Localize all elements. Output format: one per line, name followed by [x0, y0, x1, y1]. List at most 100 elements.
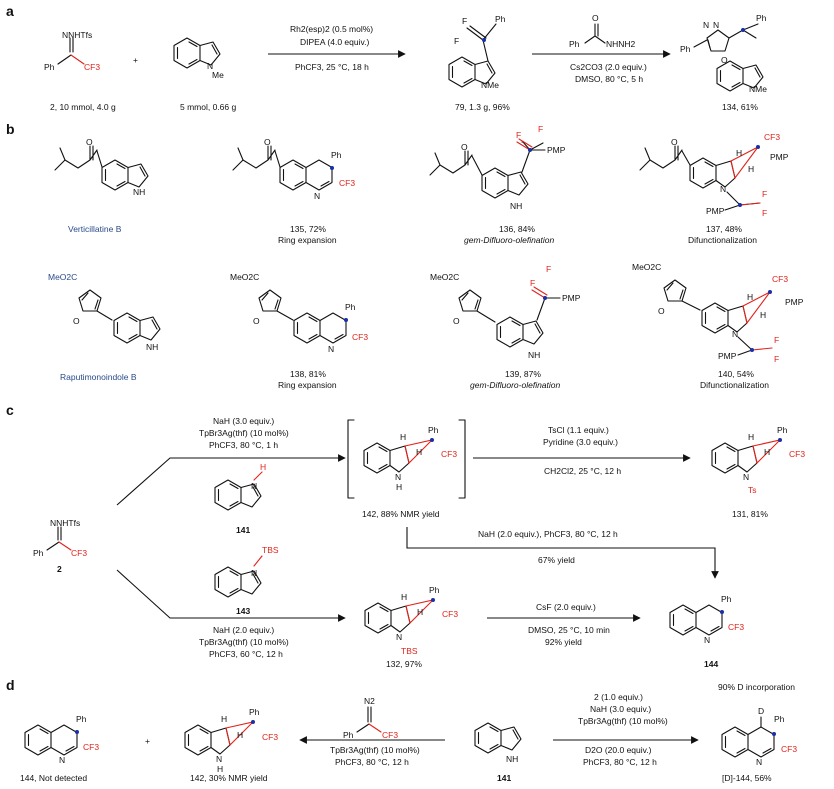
c-csf-cond1: CsF (2.0 equiv.): [536, 602, 596, 612]
svg-text:N: N: [743, 472, 749, 482]
raputimonoindole-name: Raputimonoindole B: [60, 372, 137, 382]
p136-type: gem-Difluoro-olefination: [464, 235, 555, 245]
svg-text:CF3: CF3: [789, 449, 805, 459]
svg-text:PMP: PMP: [706, 206, 725, 216]
c-sm143-label: 143: [236, 606, 250, 616]
svg-text:F: F: [538, 124, 543, 134]
product-131: N Ts H H Ph CF3: [712, 425, 805, 495]
svg-text:PMP: PMP: [547, 145, 566, 155]
product-138: MeO2C O N Ph CF3: [230, 272, 368, 354]
product-79: F F Ph NMe: [449, 14, 506, 90]
svg-text:TBS: TBS: [401, 646, 418, 656]
raputimonoindole-b: MeO2C O NH: [48, 272, 160, 352]
svg-text:H: H: [260, 462, 266, 472]
svg-text:O: O: [461, 142, 468, 152]
a-indole-label: 5 mmol, 0.66 g: [180, 102, 236, 112]
d-right-cond2: NaH (3.0 equiv.): [590, 704, 651, 714]
svg-text:Ph: Ph: [331, 150, 342, 160]
section-label-d: d: [6, 677, 15, 693]
a-cond1: Rh2(esp)2 (0.5 mol%): [290, 24, 373, 34]
svg-text:O: O: [264, 137, 271, 147]
svg-text:N: N: [207, 61, 213, 71]
svg-text:Ph: Ph: [44, 62, 55, 72]
c-p132-label: 132, 97%: [386, 659, 422, 669]
product-135: O N Ph CF3: [232, 137, 355, 201]
product-144-d: N Ph CF3: [25, 714, 99, 765]
svg-text:N: N: [251, 481, 257, 491]
svg-text:MeO2C: MeO2C: [632, 262, 661, 272]
svg-text:Ph: Ph: [721, 594, 732, 604]
section-label-b: b: [6, 121, 15, 137]
c-p131-label: 131, 81%: [732, 509, 768, 519]
sm-143: N TBS: [215, 545, 279, 597]
svg-text:F: F: [774, 354, 779, 364]
svg-text:F: F: [762, 208, 767, 218]
svg-text:Ph: Ph: [428, 425, 439, 435]
svg-text:H: H: [221, 714, 227, 724]
p137-type: Difunctionalization: [688, 235, 757, 245]
svg-text:CF3: CF3: [352, 332, 368, 342]
svg-text:TBS: TBS: [262, 545, 279, 555]
p138-label: 138, 81%: [290, 369, 326, 379]
c-ts-cond1: TsCl (1.1 equiv.): [548, 425, 609, 435]
svg-text:NMe: NMe: [481, 80, 499, 90]
benzhydrazide-reagent: O Ph NHNH2: [569, 13, 636, 49]
sm-141-c: N H: [215, 462, 266, 510]
bracket-142: [347, 419, 466, 499]
product-D144: D Ph CF3 N: [722, 706, 797, 767]
svg-text:NNHTfs: NNHTfs: [62, 30, 92, 40]
plus-sign: +: [133, 55, 138, 65]
a-cond2: DIPEA (4.0 equiv.): [300, 37, 369, 47]
arrow-c-down: [406, 527, 719, 579]
verticillatine-b: O NH: [54, 137, 148, 197]
svg-text:H: H: [748, 432, 754, 442]
a-cond5: DMSO, 80 °C, 5 h: [575, 74, 643, 84]
svg-text:F: F: [774, 335, 779, 345]
svg-text:NNHTfs: NNHTfs: [50, 518, 80, 528]
svg-text:O: O: [671, 137, 678, 147]
svg-text:Ph: Ph: [495, 14, 506, 24]
product-134: N N O Ph Ph NMe: [680, 13, 767, 94]
p140-type: Difunctionalization: [700, 380, 769, 390]
svg-text:F: F: [454, 36, 459, 46]
svg-text:CF3: CF3: [382, 730, 398, 740]
section-label-a: a: [6, 3, 14, 19]
svg-text:Ph: Ph: [680, 44, 691, 54]
svg-text:O: O: [253, 316, 260, 326]
svg-text:CF3: CF3: [71, 548, 87, 558]
a-reagent-label: 2, 10 mmol, 4.0 g: [50, 102, 116, 112]
a-cond3: PhCF3, 25 °C, 18 h: [295, 62, 369, 72]
c-down-cond2: 67% yield: [538, 555, 575, 565]
d-right-cond3: TpBr3Ag(thf) (10 mol%): [578, 716, 668, 726]
svg-text:F: F: [762, 189, 767, 199]
c-p142-label: 142, 88% NMR yield: [362, 509, 440, 519]
c-bot-cond2: TpBr3Ag(thf) (10 mol%): [199, 637, 289, 647]
svg-text:Me: Me: [212, 70, 224, 80]
c-sm141-label: 141: [236, 525, 250, 535]
svg-text:CF3: CF3: [339, 178, 355, 188]
svg-text:O: O: [453, 316, 460, 326]
d-p144-label: 144, Not detected: [20, 773, 87, 783]
svg-text:PMP: PMP: [770, 152, 789, 162]
svg-text:Ph: Ph: [774, 714, 785, 724]
reagent-2-c: NNHTfs Ph CF3: [33, 518, 87, 558]
diazo-reagent: N2 Ph CF3: [343, 696, 398, 740]
svg-text:PMP: PMP: [785, 297, 804, 307]
d-sm141-label: 141: [497, 773, 511, 783]
product-137: O N H H CF3 PMP PMP F F: [639, 132, 789, 218]
product-142-c: N H H H Ph CF3: [364, 425, 457, 492]
a-cond4: Cs2CO3 (2.0 equiv.): [570, 62, 647, 72]
svg-text:MeO2C: MeO2C: [48, 272, 77, 282]
svg-text:Ph: Ph: [429, 585, 440, 595]
c-csf-cond3: 92% yield: [545, 637, 582, 647]
svg-text:NH: NH: [146, 342, 158, 352]
arrow-c-bottom: [116, 569, 346, 622]
svg-text:CF3: CF3: [728, 622, 744, 632]
p136-label: 136, 84%: [499, 224, 535, 234]
c-down-cond1: NaH (2.0 equiv.), PhCF3, 80 °C, 12 h: [478, 529, 618, 539]
svg-text:H: H: [736, 148, 742, 158]
svg-text:N: N: [328, 344, 334, 354]
svg-text:Ph: Ph: [343, 730, 354, 740]
d-left-cond1: TpBr3Ag(thf) (10 mol%): [330, 745, 420, 755]
svg-text:CF3: CF3: [83, 742, 99, 752]
